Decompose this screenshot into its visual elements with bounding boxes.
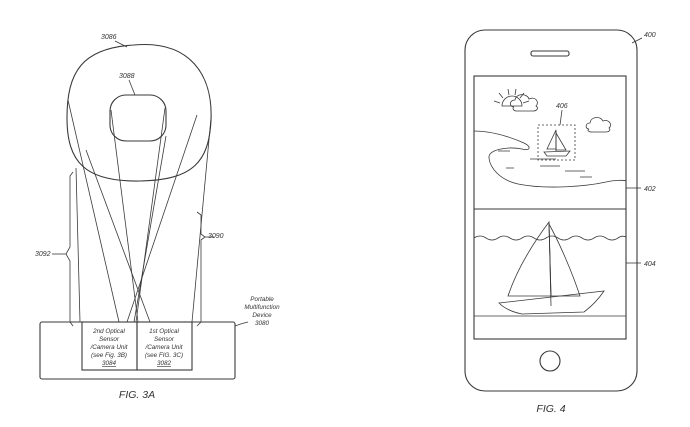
selection-box-406 [537, 124, 576, 161]
first-optical-sensor [136, 321, 193, 371]
label-400: 400 [644, 32, 656, 39]
sensor1-line4: (see FIG. 3C) [145, 352, 183, 359]
left-bracket [65, 171, 74, 327]
label-406: 406 [556, 103, 568, 110]
caption-fig-4: FIG. 4 [536, 403, 565, 415]
right-bracket [196, 211, 206, 327]
sensor2-line3: /Camera Unit [89, 344, 127, 351]
sensor2-ref: 3084 [102, 360, 117, 367]
sensor1-line3: /Camera Unit [144, 344, 182, 351]
cloud-icon-2 [585, 117, 611, 133]
device-label-line3: Device [252, 312, 272, 319]
device-label-line2: Multifunction [244, 304, 280, 311]
device-label-line1: Portable [250, 296, 274, 303]
device-label-line4: 3080 [255, 320, 270, 327]
label-402: 402 [644, 186, 656, 193]
sight-lines [67, 99, 212, 323]
sensor2-line4: (see Fig. 3B) [91, 352, 127, 359]
fig-3a: 3092 3090 3086 3088 2nd Optical Sensor /… [35, 34, 280, 401]
inner-field-region [109, 94, 167, 142]
shoreline [473, 130, 627, 188]
label-3092: 3092 [35, 251, 51, 258]
small-sailboat-icon [543, 129, 571, 157]
label-3090: 3090 [208, 233, 224, 240]
sun-icon [493, 88, 530, 107]
sensor2-line2: Sensor [99, 336, 120, 343]
speaker-slot [530, 50, 570, 57]
label-404: 404 [644, 261, 656, 268]
phone-body [464, 29, 638, 392]
home-button [539, 350, 561, 372]
sensor1-ref: 3082 [157, 360, 172, 367]
waves [473, 235, 627, 241]
bottom-view-404 [473, 220, 627, 317]
label-3086: 3086 [101, 34, 117, 41]
screen [473, 75, 627, 340]
sensor2-line1: 2nd Optical [92, 328, 125, 335]
large-sailboat-icon [498, 220, 605, 315]
fig-4: 406 400 402 404 FIG. 4 [464, 29, 656, 415]
outer-field-region [66, 44, 212, 182]
label-3088: 3088 [119, 73, 135, 80]
sensor1-line1: 1st Optical [149, 328, 179, 335]
caption-fig-3a: FIG. 3A [119, 389, 155, 401]
cloud-icon [509, 94, 538, 112]
sensor1-line2: Sensor [154, 336, 175, 343]
top-view-402: 406 [473, 88, 627, 188]
